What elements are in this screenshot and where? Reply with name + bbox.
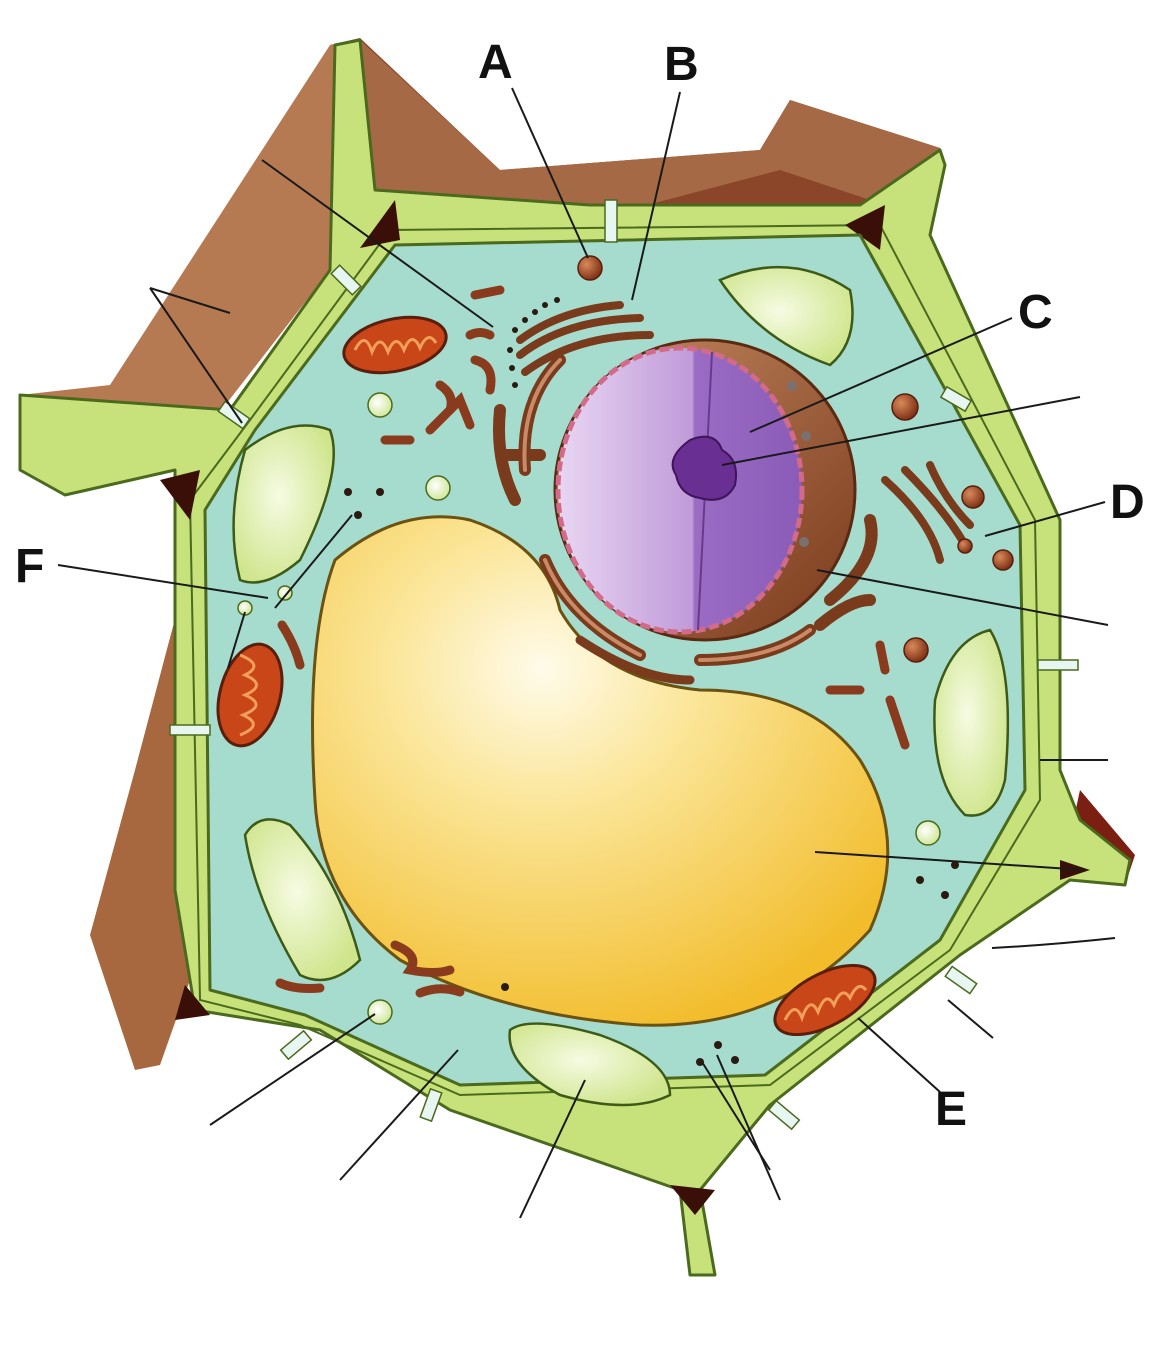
leader-e	[857, 1017, 941, 1093]
nucleus	[553, 338, 857, 642]
smooth-er-fragments	[275, 285, 910, 998]
plasmodesmata	[169, 199, 1079, 1131]
leader-a	[511, 87, 589, 259]
leader-unlabeled	[339, 1049, 459, 1181]
nuclear-pore	[801, 431, 811, 441]
leader-unlabeled	[947, 999, 994, 1039]
leader-unlabeled	[701, 1061, 771, 1171]
label-c: C	[1018, 286, 1053, 339]
leader-d	[984, 501, 1106, 537]
leader-unlabeled	[209, 1013, 376, 1126]
leader-unlabeled	[274, 514, 353, 609]
leader-unlabeled	[227, 611, 246, 669]
label-a: A	[478, 36, 513, 89]
labels: A B C D E F	[15, 36, 1145, 1136]
leader-f	[57, 564, 269, 599]
label-d: D	[1110, 476, 1145, 529]
leader-unlabeled	[149, 287, 243, 424]
mitochondrion	[773, 963, 877, 1037]
leader-lines	[57, 87, 1116, 1219]
nucleolus	[671, 435, 738, 501]
nuclear-pore	[787, 381, 797, 391]
leader-unlabeled	[716, 1054, 781, 1201]
leader-unlabeled	[519, 1079, 586, 1219]
nuclear-pore	[799, 537, 809, 547]
golgi-apparatus	[516, 301, 974, 564]
leader-c	[749, 317, 1013, 433]
chloroplast	[243, 818, 362, 982]
chloroplast	[933, 628, 1010, 817]
er-highlight	[522, 358, 812, 662]
chloroplasts	[232, 265, 1010, 1107]
label-e: E	[935, 1083, 967, 1136]
mitochondrion	[342, 315, 448, 375]
mitochondrion	[216, 642, 284, 748]
mitochondria	[216, 315, 877, 1037]
chloroplast	[232, 424, 335, 584]
label-f: F	[15, 540, 44, 593]
leader-unlabeled	[149, 287, 231, 314]
leader-unlabeled	[721, 396, 1081, 466]
chloroplast	[718, 265, 854, 367]
leader-unlabeled	[814, 851, 1086, 871]
leader-b	[631, 91, 681, 301]
label-b: B	[664, 38, 699, 91]
leader-unlabeled	[261, 159, 494, 328]
leader-unlabeled	[991, 937, 1116, 949]
lysosomes	[577, 255, 1014, 663]
nucleoplasm	[555, 345, 805, 635]
leader-unlabeled	[816, 569, 1109, 626]
ribosome-dots	[344, 297, 959, 1066]
chloroplast	[508, 1022, 672, 1107]
